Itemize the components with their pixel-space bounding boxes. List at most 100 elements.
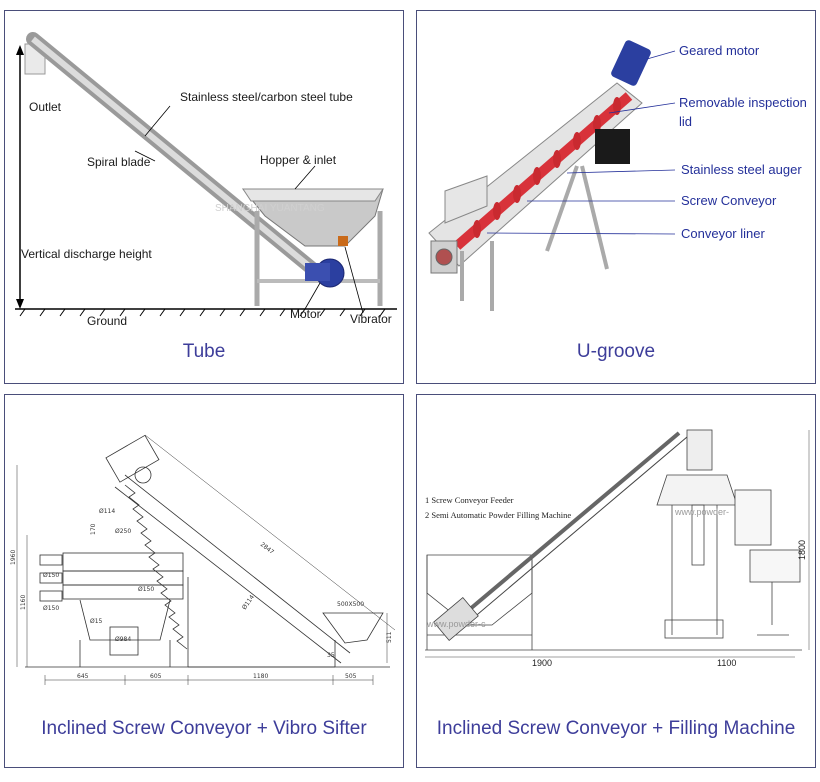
label-outlet: Outlet xyxy=(29,100,62,114)
dim-line-2847 xyxy=(144,434,396,631)
filler-nozzle xyxy=(691,504,705,566)
outlet-box-3 xyxy=(39,590,63,602)
caption-filling: Inclined Screw Conveyor + Filling Machin… xyxy=(436,718,796,739)
dim-2847: 2847 xyxy=(259,541,275,556)
arrow-head-down xyxy=(16,299,24,309)
dim-114-top: Ø114 xyxy=(99,508,115,515)
dim-1100: 1100 xyxy=(717,658,736,668)
dim-1800: 1800 xyxy=(797,540,807,560)
panel-sifter: 2847 500X500 511 645 605 1180 505 1960 1… xyxy=(4,394,404,768)
control-panel xyxy=(734,489,772,546)
dim-645: 645 xyxy=(77,673,89,680)
hopper-rim xyxy=(242,188,384,202)
caption-tube: Tube xyxy=(182,341,226,362)
filler-hopper xyxy=(686,429,713,471)
conveyor-tube-highlight xyxy=(31,36,317,274)
label-vibrator: Vibrator xyxy=(350,312,392,326)
note-1: 1 Screw Conveyor Feeder xyxy=(425,495,514,505)
dim-984: Ø984 xyxy=(115,636,131,643)
label-motor: Motor xyxy=(290,307,321,321)
sifter-deck xyxy=(62,570,184,586)
leader-lid xyxy=(608,102,676,114)
leader-hopper xyxy=(294,165,316,190)
label-spiral-blade: Spiral blade xyxy=(87,155,151,169)
caption-ugroove: U-groove xyxy=(576,341,656,362)
label-vertical-height: Vertical discharge height xyxy=(21,247,152,261)
dim-511: 511 xyxy=(386,631,393,643)
filler-base xyxy=(664,619,724,639)
dim-605: 605 xyxy=(150,673,162,680)
dim-250: Ø250 xyxy=(115,528,131,535)
feeder-motor xyxy=(433,597,479,641)
dim-1960: 1960 xyxy=(10,550,17,565)
dim-35: 35 xyxy=(327,652,335,659)
label-inspection-lid-2: lid xyxy=(679,114,692,129)
dim-15: Ø15 xyxy=(90,618,103,625)
leader-spiral xyxy=(134,150,156,162)
discharge-port xyxy=(435,248,453,266)
leader-tube xyxy=(144,105,171,137)
inlet-box xyxy=(444,175,488,224)
conveyor-line xyxy=(124,474,351,654)
sifter-deck xyxy=(62,584,184,600)
dim-150-c: Ø150 xyxy=(43,605,59,612)
watermark-1: www.powder- xyxy=(674,507,729,517)
panel-tube: Outlet Stainless steel/carbon steel tube… xyxy=(4,10,404,384)
sifter-deck-top xyxy=(62,552,184,572)
label-inspection-lid: Removable inspection xyxy=(679,95,807,110)
caption-sifter: Inclined Screw Conveyor + Vibro Sifter xyxy=(41,718,367,739)
screw-zigzag xyxy=(124,484,188,650)
label-hopper: Hopper & inlet xyxy=(260,153,337,167)
leader-vibrator xyxy=(344,246,364,314)
label-screw-conveyor: Screw Conveyor xyxy=(681,193,777,208)
scale-display xyxy=(749,549,801,583)
dim-150-b: Ø150 xyxy=(138,586,154,593)
auger-flights xyxy=(473,97,621,238)
filling-machine-drawing: 1 Screw Conveyor Feeder 2 Semi Automatic… xyxy=(425,429,810,668)
sifter-base xyxy=(79,599,171,641)
hopper-drawing xyxy=(322,612,384,644)
dim-150-a: Ø150 xyxy=(43,572,59,579)
dim-1160: 1160 xyxy=(20,595,27,610)
support-legs xyxy=(460,165,609,311)
sifter-technical-drawing: 2847 500X500 511 645 605 1180 505 1960 1… xyxy=(10,434,396,685)
label-auger: Stainless steel auger xyxy=(681,162,802,177)
ugroove-conveyor-illustration: Geared motor Removable inspection lid St… xyxy=(428,40,807,311)
watermark-2: www.powder-c xyxy=(426,619,486,629)
outlet-box-1 xyxy=(39,554,63,566)
dim-505: 505 xyxy=(345,673,357,680)
leader-auger xyxy=(566,169,676,174)
arrow-head-up xyxy=(16,45,24,55)
leader-motor xyxy=(304,282,321,310)
motor-drawing xyxy=(105,434,160,483)
dim-170: 170 xyxy=(90,523,97,535)
label-ground: Ground xyxy=(87,314,127,328)
panel-filling: 1 Screw Conveyor Feeder 2 Semi Automatic… xyxy=(416,394,816,768)
watermark: SHANGHAI YUANTANG xyxy=(215,203,325,214)
filler-body xyxy=(656,474,738,506)
sifter-motor xyxy=(109,626,139,656)
geared-motor xyxy=(611,40,651,86)
vibrator xyxy=(338,236,348,246)
label-geared-motor: Geared motor xyxy=(679,43,760,58)
leader-liner xyxy=(486,232,676,235)
motor-circle xyxy=(134,466,152,484)
dim-114-conveyor: Ø114 xyxy=(241,594,256,611)
auger-shaft xyxy=(453,92,633,250)
motor-body xyxy=(305,263,330,281)
label-tube: Stainless steel/carbon steel tube xyxy=(180,90,353,104)
inclined-screw xyxy=(455,431,681,622)
conveyor-line xyxy=(114,486,342,664)
tube-conveyor-illustration: Outlet Stainless steel/carbon steel tube… xyxy=(15,32,397,328)
end-plate xyxy=(430,240,458,274)
dim-1180: 1180 xyxy=(253,673,268,680)
dim-500x500: 500X500 xyxy=(337,601,364,608)
inclined-screw-edge xyxy=(464,436,688,626)
dim-1900: 1900 xyxy=(532,658,552,668)
outlet-box-2 xyxy=(39,572,63,584)
leader-motor xyxy=(646,50,676,60)
label-conveyor-liner: Conveyor liner xyxy=(681,226,765,241)
note-2: 2 Semi Automatic Powder Filling Machine xyxy=(425,510,571,520)
ground-hatch xyxy=(19,308,386,317)
panel-ugroove: Geared motor Removable inspection lid St… xyxy=(416,10,816,384)
